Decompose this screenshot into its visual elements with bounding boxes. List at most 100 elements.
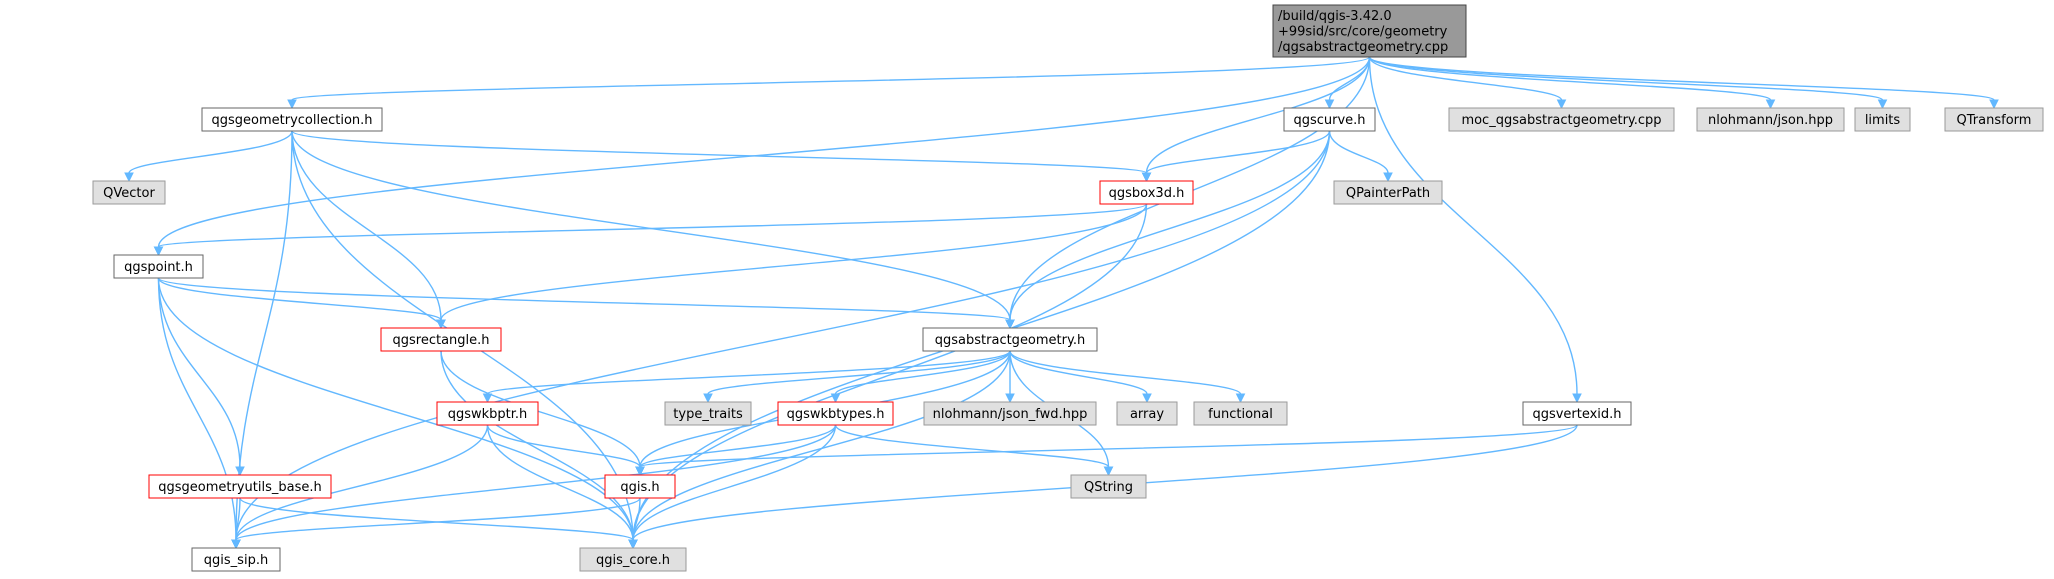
edge-root-to-point xyxy=(157,56,1371,248)
node-qstring[interactable]: QString xyxy=(1070,474,1147,499)
edge-absgeom-to-core xyxy=(632,350,1011,541)
node-label-geomcoll: qgsgeometrycollection.h xyxy=(211,113,372,128)
edge-root-to-limits xyxy=(1368,56,1884,101)
arrowhead-absgeom-to-typetraits xyxy=(703,393,713,404)
edge-box3d-to-point xyxy=(157,203,1148,248)
node-label-limits: limits xyxy=(1865,113,1901,128)
node-label-qgis: qgis.h xyxy=(620,480,659,495)
node-label-nlohmann: nlohmann/json.hpp xyxy=(1708,113,1833,128)
node-box-qpainterpath xyxy=(1333,180,1443,205)
edge-box3d-to-rectangle xyxy=(440,203,1148,321)
edge-point-to-absgeom xyxy=(157,277,1011,321)
arrowhead-curve-to-qpainterpath xyxy=(1383,172,1393,183)
node-functional[interactable]: functional xyxy=(1193,401,1288,426)
node-geomcoll[interactable]: qgsgeometrycollection.h xyxy=(201,107,383,132)
node-label-wkbptr: qgswkbptr.h xyxy=(448,407,528,422)
node-array[interactable]: array xyxy=(1116,401,1178,426)
node-label-qvector: QVector xyxy=(103,186,155,201)
edge-geomcoll-to-sip xyxy=(235,130,293,541)
edge-wkbtypes-to-qgis xyxy=(639,424,837,468)
arrowhead-point-to-absgeom xyxy=(1005,319,1015,330)
edge-curve-to-absgeom xyxy=(1009,130,1331,321)
arrowhead-curve-to-box3d xyxy=(1141,172,1152,183)
node-box-qstring xyxy=(1070,474,1147,499)
node-box-functional xyxy=(1193,401,1288,426)
node-core[interactable]: qgis_core.h xyxy=(579,547,687,572)
node-typetraits[interactable]: type_traits xyxy=(664,401,752,426)
arrowhead-absgeom-to-wkbptr xyxy=(482,393,493,404)
node-box-nlohmann xyxy=(1696,107,1845,132)
edge-geomcoll-to-box3d xyxy=(291,130,1148,174)
node-box-core xyxy=(579,547,687,572)
node-label-root-2: /qgsabstractgeometry.cpp xyxy=(1278,40,1448,55)
node-box-rectangle xyxy=(380,327,502,352)
node-box-wkbptr xyxy=(436,401,539,426)
edge-curve-to-box3d xyxy=(1145,130,1331,174)
arrowhead-absgeom-to-functional xyxy=(1235,393,1246,404)
node-qpainterpath[interactable]: QPainterPath xyxy=(1333,180,1443,205)
arrowhead-root-to-vertexid xyxy=(1572,393,1582,404)
node-rectangle[interactable]: qgsrectangle.h xyxy=(380,327,502,352)
edge-root-to-nlohmann xyxy=(1368,56,1772,101)
arrowhead-absgeom-to-array xyxy=(1142,393,1152,404)
arrowhead-vertexid-to-qgis xyxy=(635,466,645,477)
node-root[interactable]: /build/qgis-3.42.0+99sid/src/core/geomet… xyxy=(1272,4,1467,58)
edge-point-to-sip xyxy=(157,277,237,541)
edge-utilsbase-to-sip xyxy=(235,497,241,541)
arrowhead-root-to-nlohmann xyxy=(1765,99,1776,110)
edge-geomcoll-to-qvector xyxy=(128,130,293,174)
arrowhead-geomcoll-to-qvector xyxy=(124,172,134,183)
arrowhead-root-to-limits xyxy=(1877,99,1888,110)
node-qgis[interactable]: qgis.h xyxy=(604,474,676,499)
node-box-moc xyxy=(1448,107,1675,132)
node-qtransform[interactable]: QTransform xyxy=(1944,107,2044,132)
edge-root-to-box3d xyxy=(1145,56,1371,174)
node-label-qpainterpath: QPainterPath xyxy=(1346,186,1430,201)
node-jsonfwd[interactable]: nlohmann/json_fwd.hpp xyxy=(923,401,1097,426)
edge-wkbptr-to-sip xyxy=(235,424,489,541)
edge-wkbtypes-to-sip xyxy=(235,424,837,541)
node-label-jsonfwd: nlohmann/json_fwd.hpp xyxy=(933,407,1088,422)
node-curve[interactable]: qgscurve.h xyxy=(1283,107,1376,132)
arrowhead-root-to-qtransform xyxy=(1989,99,1999,110)
edge-wkbptr-to-qgis xyxy=(486,424,641,468)
node-sip[interactable]: qgis_sip.h xyxy=(191,547,281,572)
node-nlohmann[interactable]: nlohmann/json.hpp xyxy=(1696,107,1845,132)
node-box-wkbtypes xyxy=(777,401,894,426)
arrowhead-root-to-geomcoll xyxy=(287,99,297,110)
node-box-absgeom xyxy=(922,327,1098,352)
arrowhead-box3d-to-point xyxy=(153,246,164,257)
node-limits[interactable]: limits xyxy=(1854,107,1911,132)
edge-rectangle-to-qgis xyxy=(440,350,641,468)
node-box-qgis xyxy=(604,474,676,499)
node-qvector[interactable]: QVector xyxy=(92,180,166,205)
node-box-box3d xyxy=(1099,180,1194,205)
node-box-curve xyxy=(1283,107,1376,132)
node-label-box3d: qgsbox3d.h xyxy=(1109,186,1185,201)
node-box-qvector xyxy=(92,180,166,205)
edge-qgis-to-sip xyxy=(235,497,641,541)
node-vertexid[interactable]: qgsvertexid.h xyxy=(1522,401,1632,426)
nodes-layer: /build/qgis-3.42.0+99sid/src/core/geomet… xyxy=(92,4,2044,572)
node-label-typetraits: type_traits xyxy=(673,407,743,422)
node-box-root xyxy=(1272,4,1467,58)
node-absgeom[interactable]: qgsabstractgeometry.h xyxy=(922,327,1098,352)
node-label-root-1: +99sid/src/core/geometry xyxy=(1278,24,1448,39)
node-wkbtypes[interactable]: qgswkbtypes.h xyxy=(777,401,894,426)
arrowhead-vertexid-to-core xyxy=(628,539,638,550)
edge-wkbtypes-to-qstring xyxy=(834,424,1110,468)
node-utilsbase[interactable]: qgsgeometryutils_base.h xyxy=(148,474,332,499)
node-point[interactable]: qgspoint.h xyxy=(113,254,204,279)
node-box3d[interactable]: qgsbox3d.h xyxy=(1099,180,1194,205)
edge-utilsbase-to-core xyxy=(239,497,634,541)
edge-absgeom-to-array xyxy=(1009,350,1148,395)
edge-absgeom-to-wkbtypes xyxy=(834,350,1011,395)
node-box-array xyxy=(1116,401,1178,426)
node-label-qtransform: QTransform xyxy=(1957,113,2032,128)
edge-box3d-to-core xyxy=(632,203,1148,541)
node-label-curve: qgscurve.h xyxy=(1293,113,1365,128)
node-wkbptr[interactable]: qgswkbptr.h xyxy=(436,401,539,426)
node-moc[interactable]: moc_qgsabstractgeometry.cpp xyxy=(1448,107,1675,132)
node-box-jsonfwd xyxy=(923,401,1097,426)
